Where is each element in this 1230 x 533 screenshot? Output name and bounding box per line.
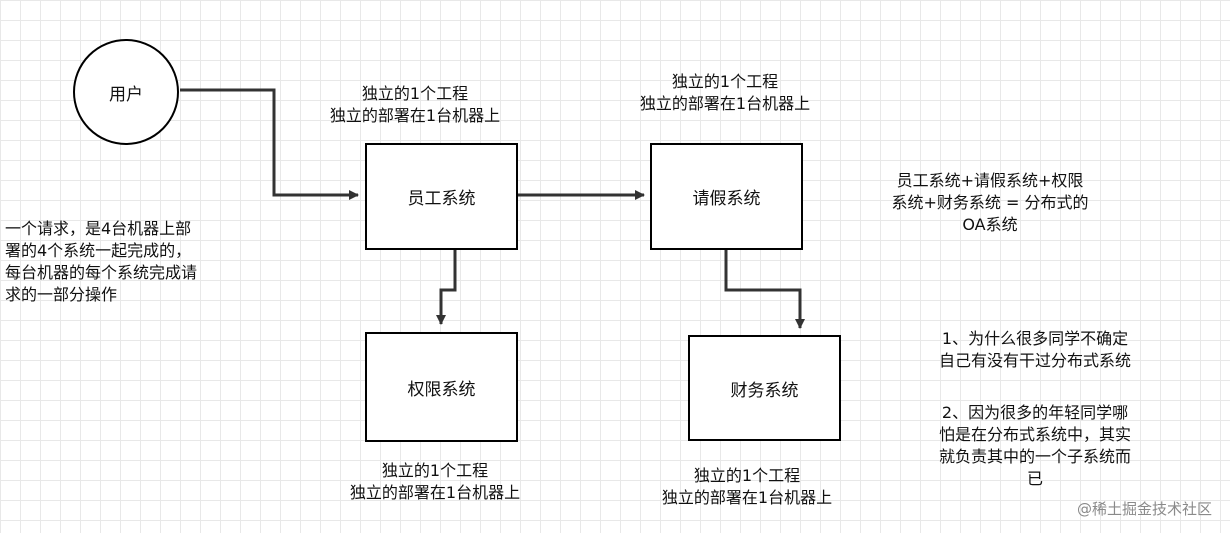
note-line: 已 — [1026, 469, 1043, 488]
caption-line: 独立的1个工程 — [381, 461, 489, 480]
caption-line: 独立的1个工程 — [693, 466, 801, 485]
note-request-explanation: 一个请求，是4台机器上部 署的4个系统一起完成的， 每台机器的每个系统完成请 求… — [5, 218, 197, 306]
caption-line: 独立的1个工程 — [671, 72, 779, 91]
note-line: 署的4个系统一起完成的， — [5, 241, 192, 260]
note-oa-system: 员工系统+请假系统+权限 系统+财务系统 = 分布式的 OA系统 — [880, 170, 1100, 236]
caption-permission-bottom: 独立的1个工程 独立的部署在1台机器上 — [335, 460, 535, 504]
note-question-2: 2、因为很多的年轻同学哪 怕是在分布式系统中，其实 就负责其中的一个子系统而 已 — [915, 402, 1155, 490]
caption-leave-top: 独立的1个工程 独立的部署在1台机器上 — [625, 71, 825, 115]
watermark: @稀土掘金技术社区 — [1076, 500, 1212, 518]
note-line: 就负责其中的一个子系统而 — [938, 447, 1131, 466]
caption-line: 独立的1个工程 — [361, 84, 469, 103]
node-employee-system: 员工系统 — [365, 143, 518, 250]
edge-employee-to-permission — [436, 249, 457, 325]
node-user-label: 用户 — [109, 84, 143, 105]
node-permission-system: 权限系统 — [365, 332, 518, 442]
edge-leave-to-finance — [724, 249, 805, 329]
caption-line: 独立的部署在1台机器上 — [639, 94, 811, 113]
caption-line: 独立的部署在1台机器上 — [329, 106, 501, 125]
note-line: 员工系统+请假系统+权限 — [896, 171, 1084, 190]
caption-employee-top: 独立的1个工程 独立的部署在1台机器上 — [315, 83, 515, 127]
edge-user-to-employee — [180, 88, 359, 200]
note-question-1: 1、为什么很多同学不确定 自己有没有干过分布式系统 — [915, 328, 1155, 372]
caption-line: 独立的部署在1台机器上 — [661, 488, 833, 507]
node-user: 用户 — [73, 39, 179, 145]
note-line: 系统+财务系统 = 分布式的 — [891, 193, 1089, 212]
caption-finance-bottom: 独立的1个工程 独立的部署在1台机器上 — [647, 465, 847, 509]
note-line: OA系统 — [962, 215, 1018, 234]
note-line: 求的一部分操作 — [5, 285, 118, 304]
note-line: 每台机器的每个系统完成请 — [5, 263, 198, 282]
note-line: 2、因为很多的年轻同学哪 — [941, 403, 1129, 422]
note-line: 自己有没有干过分布式系统 — [938, 351, 1131, 370]
node-leave-system: 请假系统 — [650, 143, 803, 250]
node-employee-label: 员工系统 — [407, 189, 476, 209]
node-finance-system: 财务系统 — [688, 335, 841, 441]
note-line: 1、为什么很多同学不确定 — [941, 329, 1129, 348]
note-line: 一个请求，是4台机器上部 — [5, 219, 192, 238]
node-leave-label: 请假系统 — [692, 189, 761, 209]
caption-line: 独立的部署在1台机器上 — [349, 483, 521, 502]
note-line: 怕是在分布式系统中，其实 — [938, 425, 1131, 444]
node-permission-label: 权限系统 — [407, 379, 476, 400]
node-finance-label: 财务系统 — [730, 380, 799, 401]
